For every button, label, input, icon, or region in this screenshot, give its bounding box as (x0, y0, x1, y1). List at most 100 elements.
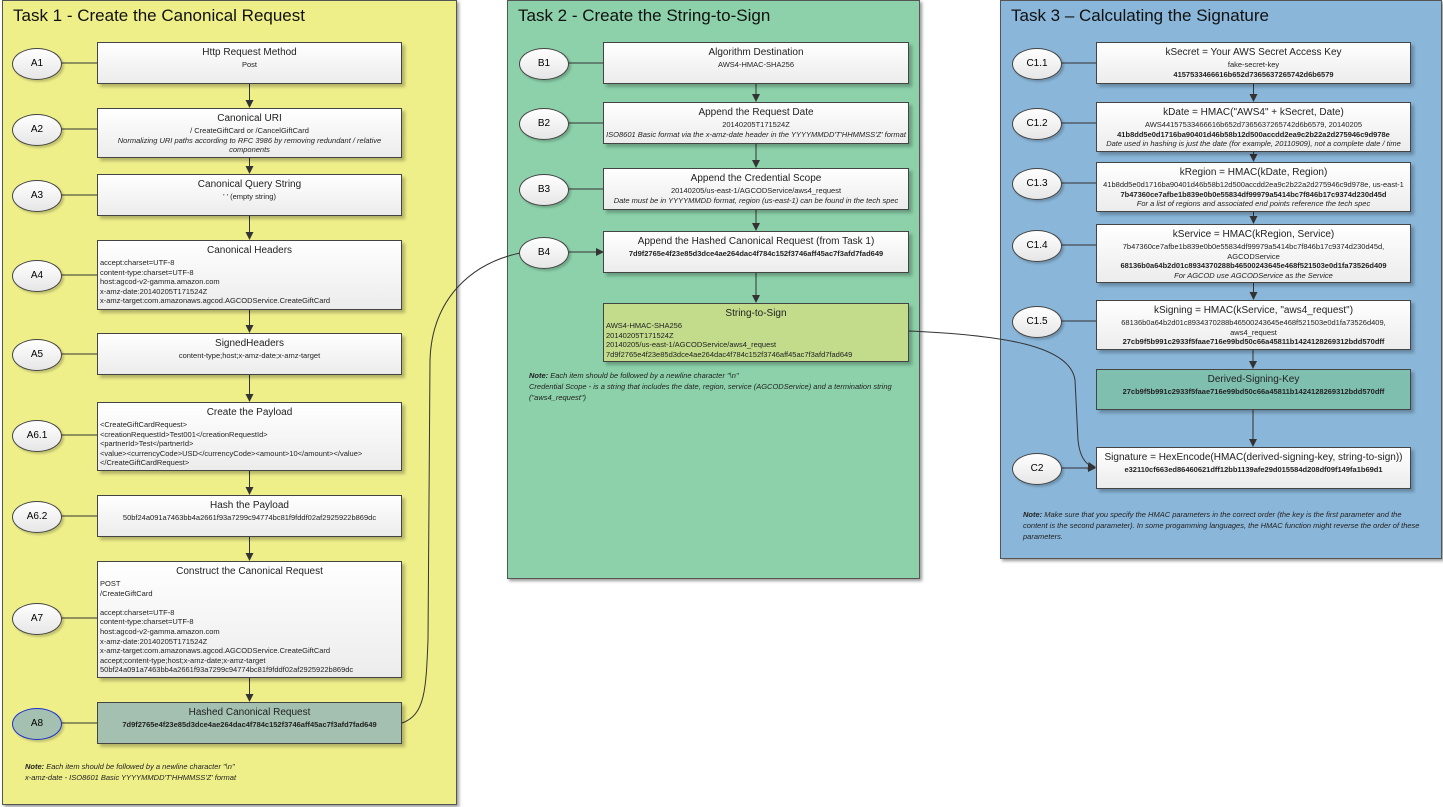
box-line: content-type:charset=UTF-8 (100, 267, 194, 277)
box-hash: e32110cf663ed86460621dff12bb1139afe29d01… (1124, 465, 1383, 474)
box-line: x-amz-target:com.amazonaws.agcod.AGCODSe… (100, 646, 331, 656)
box-title: Canonical Query String (197, 179, 302, 190)
step-box-C1.5: kSigning = HMAC(kService, "aws4_request"… (1096, 300, 1411, 350)
task2-note: Note: Each item should be followed by a … (529, 370, 914, 403)
task1-note: Note: Each item should be followed by a … (25, 761, 425, 783)
note-label: Note: (25, 762, 45, 771)
box-hash: 4157533466616b652d7365637265742d6b6579 (1173, 69, 1334, 79)
box-line: 68136b0a64b2d01c8934370288b46500243645e4… (1121, 318, 1386, 337)
box-line: 20140205T171524Z (606, 330, 674, 340)
signature-box: Signature = HexEncode(HMAC(derived-signi… (1096, 447, 1411, 489)
box-line: <partnerId>Test</partnerId> (100, 439, 194, 449)
box-line: POST (100, 579, 121, 588)
box-title: Append the Request Date (698, 107, 814, 118)
box-line: host:agcod-v2-gamma.amazon.com (100, 277, 220, 287)
step-label-A2: A2 (12, 114, 62, 146)
box-line: / CreateGiftCard or /CancelGiftCard (190, 126, 309, 135)
box-line: 20140205/us-east-1/AGCODService/aws4_req… (670, 186, 842, 195)
note-label: Note: (1023, 510, 1043, 519)
step-label-B4: B4 (519, 237, 569, 269)
box-title: Derived-Signing-Key (1207, 374, 1300, 385)
box-note: Normalizing URI paths according to RFC 3… (117, 135, 382, 155)
box-hash: 7d9f2765e4f23e85d3dce4ae264dac4f784c152f… (628, 249, 884, 258)
box-title: Append the Hashed Canonical Request (fro… (637, 236, 875, 247)
box-note: For AGCOD use AGCODService as the Servic… (1174, 270, 1333, 280)
step-label-A6.2: A6.2 (12, 501, 62, 533)
step-label-B1: B1 (519, 48, 569, 80)
box-title: String-to-Sign (725, 308, 787, 319)
step-box-C1.1: kSecret = Your AWS Secret Access Key fake… (1096, 42, 1411, 84)
box-title: Algorithm Destination (708, 47, 804, 58)
box-line: fake-secret-key (1227, 60, 1280, 69)
task2-panel: Task 2 - Create the String-to-Sign (507, 0, 920, 579)
box-line: </CreateGiftCardRequest> (100, 458, 190, 468)
box-line: 50bf24a091a7463bb4a2661f93a7299c94774bc8… (122, 513, 377, 522)
box-line: x-amz-date:20140205T171524Z (100, 636, 208, 646)
box-title: kDate = HMAC("AWS4" + kSecret, Date) (1163, 107, 1344, 118)
box-line: <value><currencyCode>USD</currencyCode><… (100, 448, 363, 458)
step-label-A1: A1 (12, 48, 62, 80)
step-label-A6.1: A6.1 (12, 420, 62, 452)
step-label-B2: B2 (519, 108, 569, 140)
note-text: Each item should be followed by a newlin… (44, 762, 235, 771)
note-text: Credential Scope - is a string that incl… (529, 382, 892, 402)
box-title: Signature = HexEncode(HMAC(derived-signi… (1104, 452, 1403, 463)
step-label-A3: A3 (12, 180, 62, 212)
box-line: accept:charset=UTF-8 (100, 258, 175, 267)
box-line: AWS4-HMAC-SHA256 (718, 60, 794, 69)
step-box-C1.3: kRegion = HMAC(kDate, Region)41b8dd5e0d1… (1096, 162, 1411, 212)
box-line: /CreateGiftCard (100, 588, 153, 598)
box-hash: 68136b0a64b2d01c8934370288b46500243645e4… (1120, 261, 1387, 271)
step-label-C1.2: C1.2 (1012, 108, 1062, 140)
box-line: AWS4-HMAC-SHA256 (606, 321, 682, 330)
box-line: 7d9f2765e4f23e85d3dce4ae264dac4f784c152f… (606, 349, 853, 359)
box-title: Http Request Method (202, 47, 297, 58)
box-title: kSecret = Your AWS Secret Access Key (1165, 47, 1342, 58)
task1-to-task2-connector (401, 251, 526, 724)
box-title: Construct the Canonical Request (176, 566, 323, 577)
box-line: host:agcod-v2-gamma.amazon.com (100, 626, 220, 636)
box-hash: 27cb9f5b991c2933f5faae716e99bd50c66a4581… (1122, 387, 1385, 396)
step-box-A8: Hashed Canonical Request 7d9f2765e4f23e85… (97, 702, 402, 744)
box-line: 20140205/us-east-1/AGCODService/aws4_req… (606, 340, 777, 350)
box-line: 7b47360ce7afbe1b839e0b0e55834df99979a541… (1122, 242, 1385, 261)
step-box-B4: Append the Hashed Canonical Request (fro… (603, 231, 909, 273)
task1-title: Task 1 - Create the Canonical Request (13, 6, 305, 25)
box-hash: 27cb9f5b991c2933f5faae716e99bd50c66a4581… (1122, 337, 1385, 347)
box-title: SignedHeaders (215, 338, 284, 349)
box-line: <CreateGiftCardRequest> (100, 420, 188, 429)
box-title: Append the Credential Scope (690, 173, 822, 184)
note-label: Note: (529, 371, 549, 380)
task3-title: Task 3 – Calculating the Signature (1011, 6, 1269, 25)
box-hash: 7d9f2765e4f23e85d3dce4ae264dac4f784c152f… (122, 720, 377, 729)
box-line: AWS44157533466616b652d7365637265742d6b65… (1144, 120, 1363, 129)
box-title: kRegion = HMAC(kDate, Region) (1179, 167, 1328, 178)
step-box-B3: Append the Credential Scope 20140205/us-e… (603, 168, 909, 210)
box-title: kService = HMAC(kRegion, Service) (1172, 229, 1335, 240)
step-label-C2: C2 (1012, 453, 1062, 485)
step-label-A7: A7 (12, 603, 62, 635)
box-note: ISO8601 Basic format via the x-amz-date … (606, 129, 906, 139)
box-line: content-type:charset=UTF-8 (100, 617, 194, 627)
box-line: accept;content-type;host;x-amz-date;x-am… (100, 655, 266, 665)
step-label-A4: A4 (12, 260, 62, 292)
box-line: accept:charset=UTF-8 (100, 607, 175, 617)
box-line: content-type;host;x-amz-date;x-amz-targe… (178, 351, 321, 360)
box-line: x-amz-target:com.amazonaws.agcod.AGCODSe… (100, 296, 331, 306)
task3-note: Note: Make sure that you specify the HMA… (1023, 509, 1428, 542)
box-title: Hashed Canonical Request (188, 707, 311, 718)
box-note: Date must be in YYYYMMDD format, region … (613, 195, 899, 205)
box-title: Canonical Headers (206, 245, 293, 256)
step-box-A6.1: Create the Payload<CreateGiftCardRequest… (97, 402, 402, 471)
box-title: Hash the Payload (210, 500, 289, 511)
box-line: <creationRequestId>Test001</creationRequ… (100, 429, 268, 439)
step-label-C1.5: C1.5 (1012, 306, 1062, 338)
note-text: Make sure that you specify the HMAC para… (1023, 510, 1420, 541)
step-box-C1.4: kService = HMAC(kRegion, Service) 7b47360… (1096, 224, 1411, 284)
box-line: 20140205T171524Z (722, 120, 790, 129)
box-title: kSigning = HMAC(kService, "aws4_request"… (1153, 305, 1354, 316)
